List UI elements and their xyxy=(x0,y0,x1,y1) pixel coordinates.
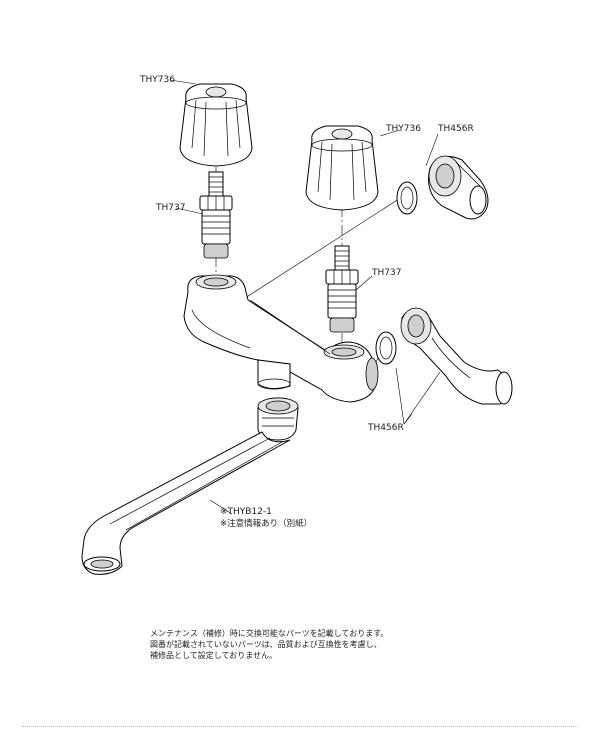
cartridge-left xyxy=(199,171,233,259)
label-eccentric-lower: TH456R xyxy=(367,423,404,433)
label-spout-note: ※注意情報あり（別紙） xyxy=(220,518,312,529)
label-eccentric-upper: TH456R xyxy=(437,124,474,134)
faucet-body xyxy=(183,274,379,403)
label-cartridge-left: TH737 xyxy=(155,203,185,213)
handle-right xyxy=(305,125,379,211)
label-handle-left: THY736 xyxy=(139,75,175,85)
note-line: メンテナンス（補修）時に交換可能なパーツを記載しております。 xyxy=(150,629,389,638)
note-line: 図番が記載されていないパーツは、品質および互換性を考慮し、 xyxy=(150,640,382,649)
guide-line-upper xyxy=(241,194,406,301)
spout xyxy=(81,431,291,575)
spout-nut xyxy=(257,397,299,441)
label-handle-right: THY736 xyxy=(385,124,421,134)
cartridge-right xyxy=(325,245,359,333)
note-line: 補修品として設定しておりません。 xyxy=(150,651,278,660)
eccentric-fitting-upper xyxy=(396,155,489,220)
label-spout: ※THYB12-1 xyxy=(220,507,272,517)
label-cartridge-right: TH737 xyxy=(371,268,401,278)
eccentric-fitting-lower xyxy=(375,307,513,405)
maintenance-notes: メンテナンス（補修）時に交換可能なパーツを記載しております。 図番が記載されてい… xyxy=(150,628,450,661)
handle-left xyxy=(179,83,253,167)
page-border-bottom xyxy=(22,726,578,727)
